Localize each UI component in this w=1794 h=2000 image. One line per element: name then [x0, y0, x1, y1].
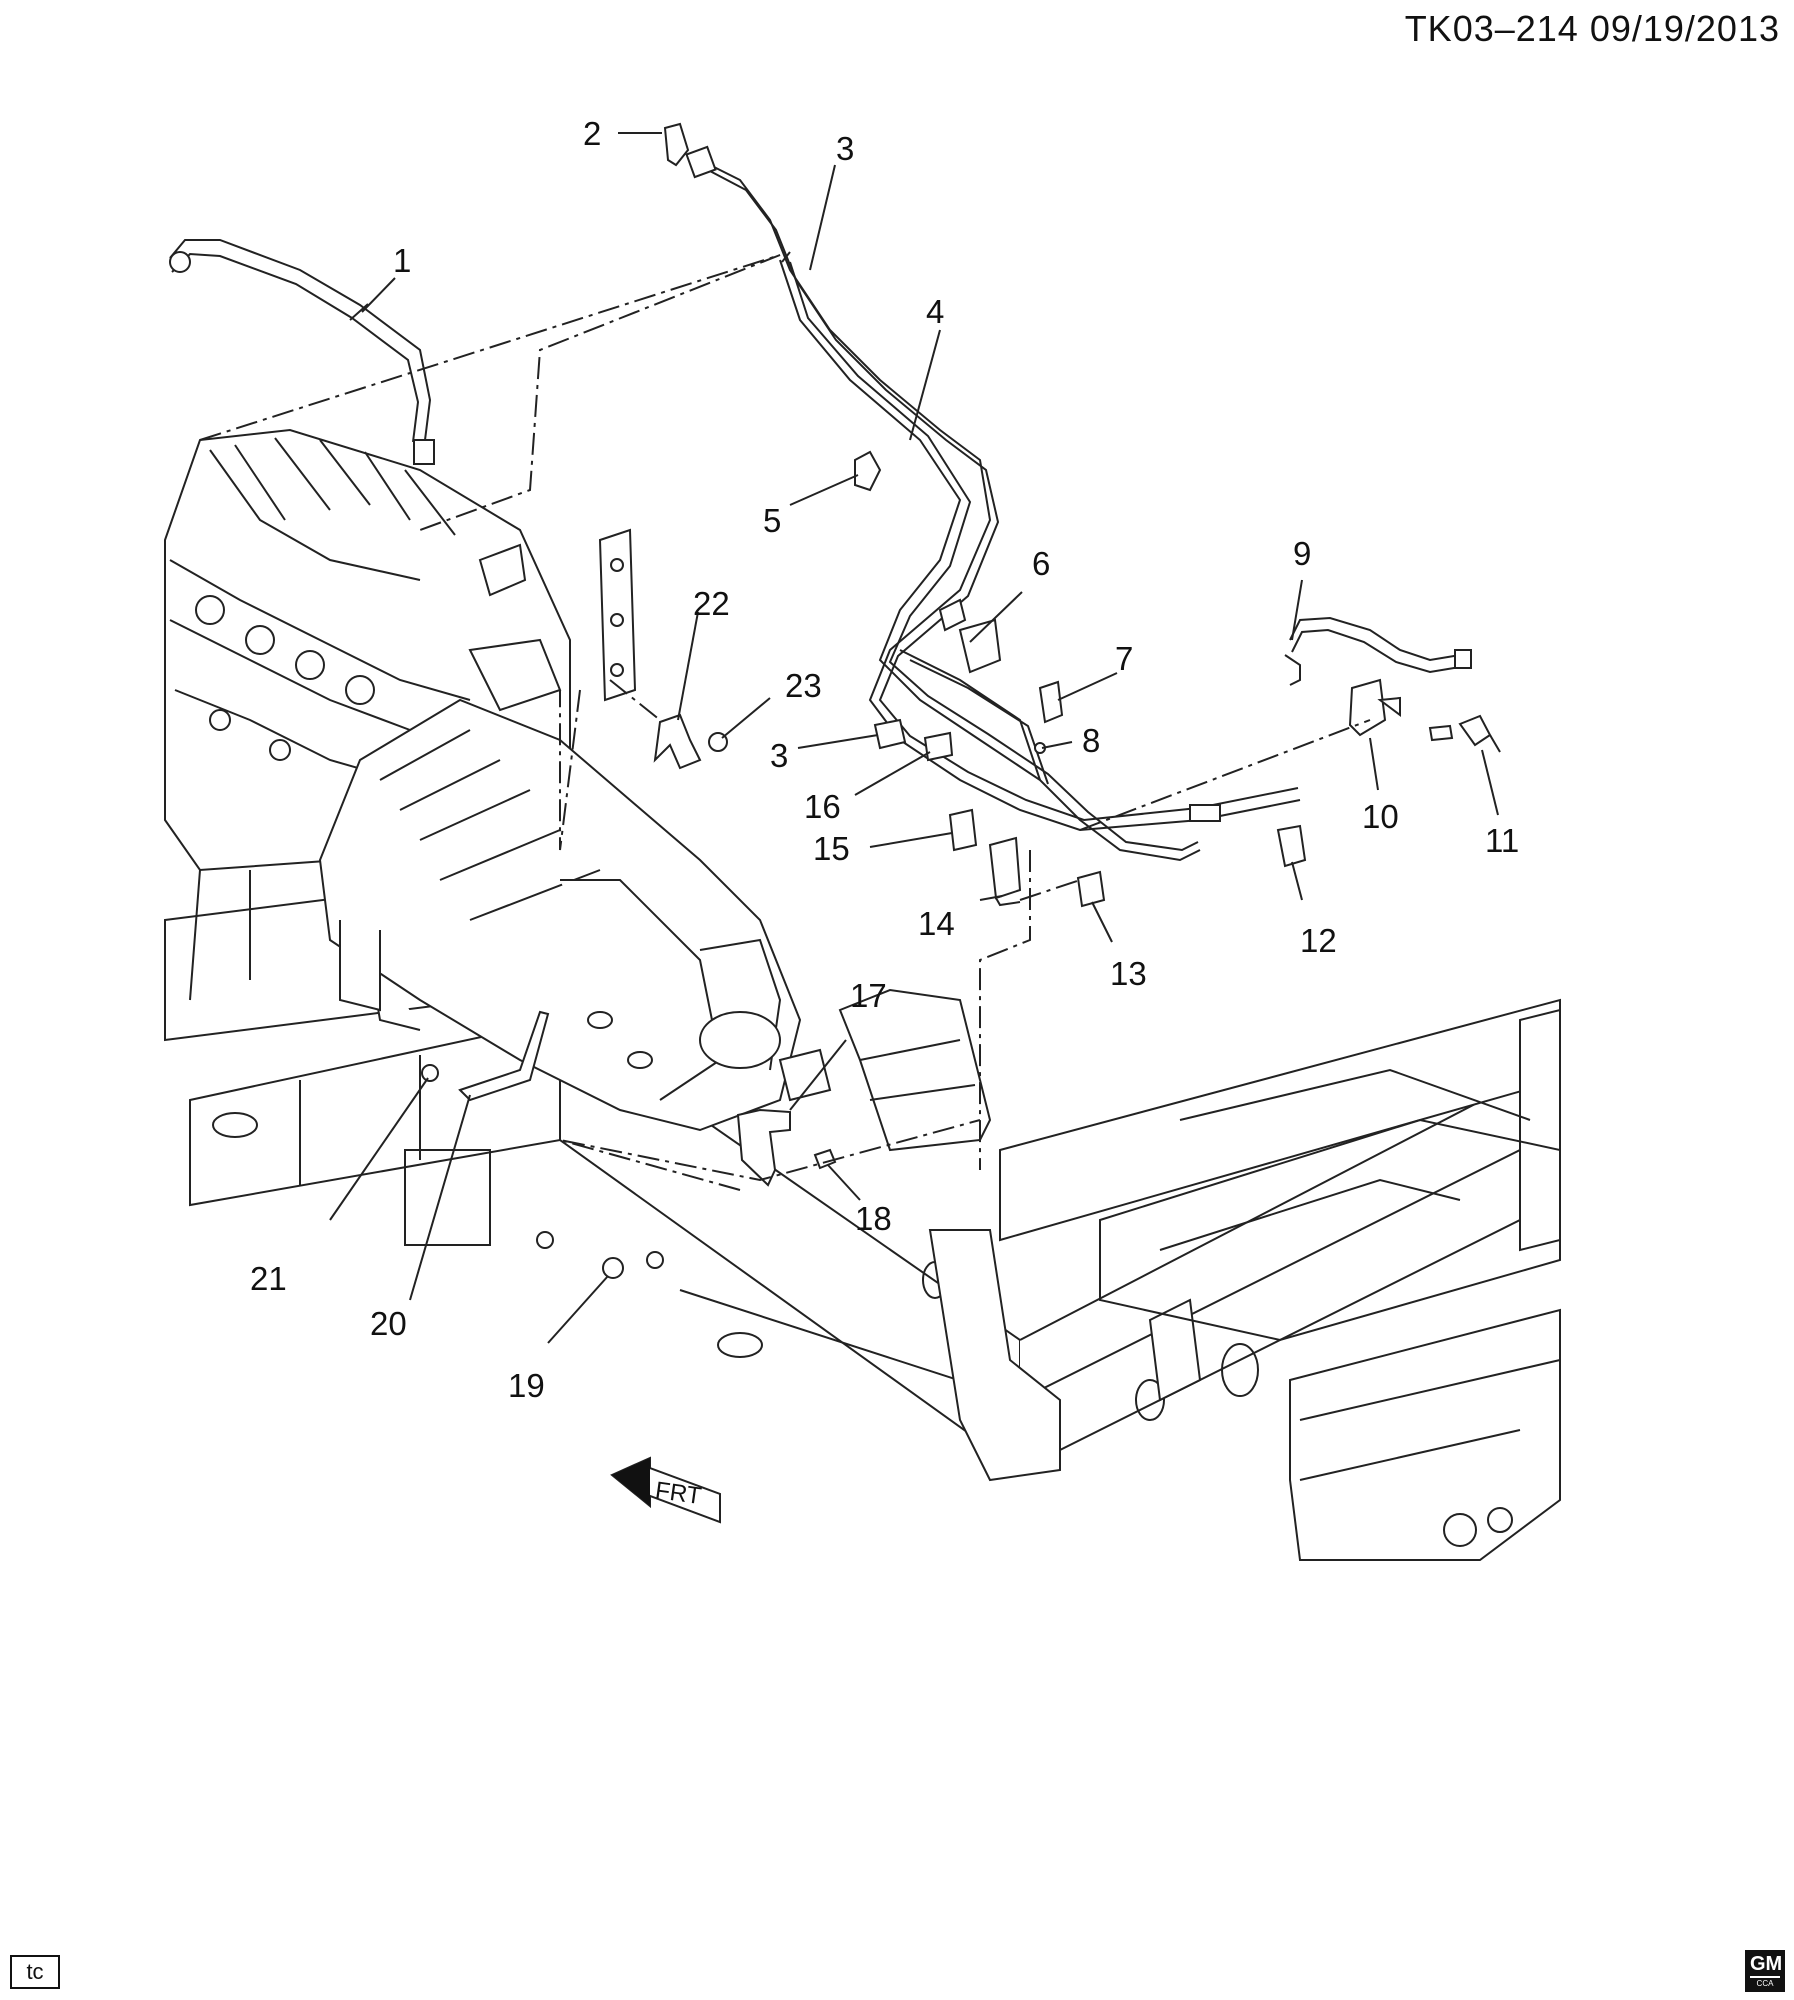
line-assembly-1: [169, 239, 435, 465]
reference-code: TK03–214 09/19/2013: [1404, 8, 1780, 49]
callout-8: 8: [1082, 722, 1100, 759]
gm-logo: GM CCA: [1745, 1950, 1785, 1992]
callout-2: 2: [583, 115, 601, 152]
callout-labels: 1 2 3 3 4 5 6 7 8 9 10 11 12 13 14 15 16…: [250, 115, 1519, 1404]
callout-6: 6: [1032, 545, 1050, 582]
callout-4: 4: [926, 293, 944, 330]
callout-15: 15: [813, 830, 850, 867]
front-direction-label: FRT: [653, 1477, 703, 1510]
callout-11: 11: [1485, 822, 1519, 859]
transmission-assembly: [318, 698, 832, 1132]
callout-5: 5: [763, 502, 781, 539]
gm-logo-text: GM: [1750, 1952, 1782, 1978]
corner-tag: tc: [10, 1955, 60, 1989]
vehicle-frame: [164, 868, 1561, 1561]
callout-21: 21: [250, 1260, 287, 1297]
relation-lines: [199, 251, 1371, 1191]
callout-9: 9: [1293, 535, 1311, 572]
callout-12: 12: [1300, 922, 1337, 959]
line-assembly-3: [685, 145, 1301, 832]
callout-7: 7: [1115, 640, 1133, 677]
callout-17: 17: [850, 977, 887, 1014]
callout-3-lower: 3: [770, 737, 788, 774]
line-assembly-4: [779, 259, 1201, 862]
callout-16: 16: [804, 788, 841, 825]
callout-19: 19: [508, 1367, 545, 1404]
callout-14: 14: [918, 905, 955, 942]
callout-10: 10: [1362, 798, 1399, 835]
front-direction-arrow: FRT: [610, 1456, 721, 1524]
callout-1: 1: [393, 242, 411, 279]
callout-20: 20: [370, 1305, 407, 1342]
callout-18: 18: [855, 1200, 892, 1237]
transmission-crossmember: [838, 988, 992, 1152]
hose-part-9: [1284, 616, 1472, 686]
callout-13: 13: [1110, 955, 1147, 992]
callout-22: 22: [693, 585, 730, 622]
gm-logo-subtext: CCA: [1756, 1979, 1774, 1988]
callout-23: 23: [785, 667, 822, 704]
callout-3-upper: 3: [836, 130, 854, 167]
leader-lines: [329, 132, 1499, 1344]
